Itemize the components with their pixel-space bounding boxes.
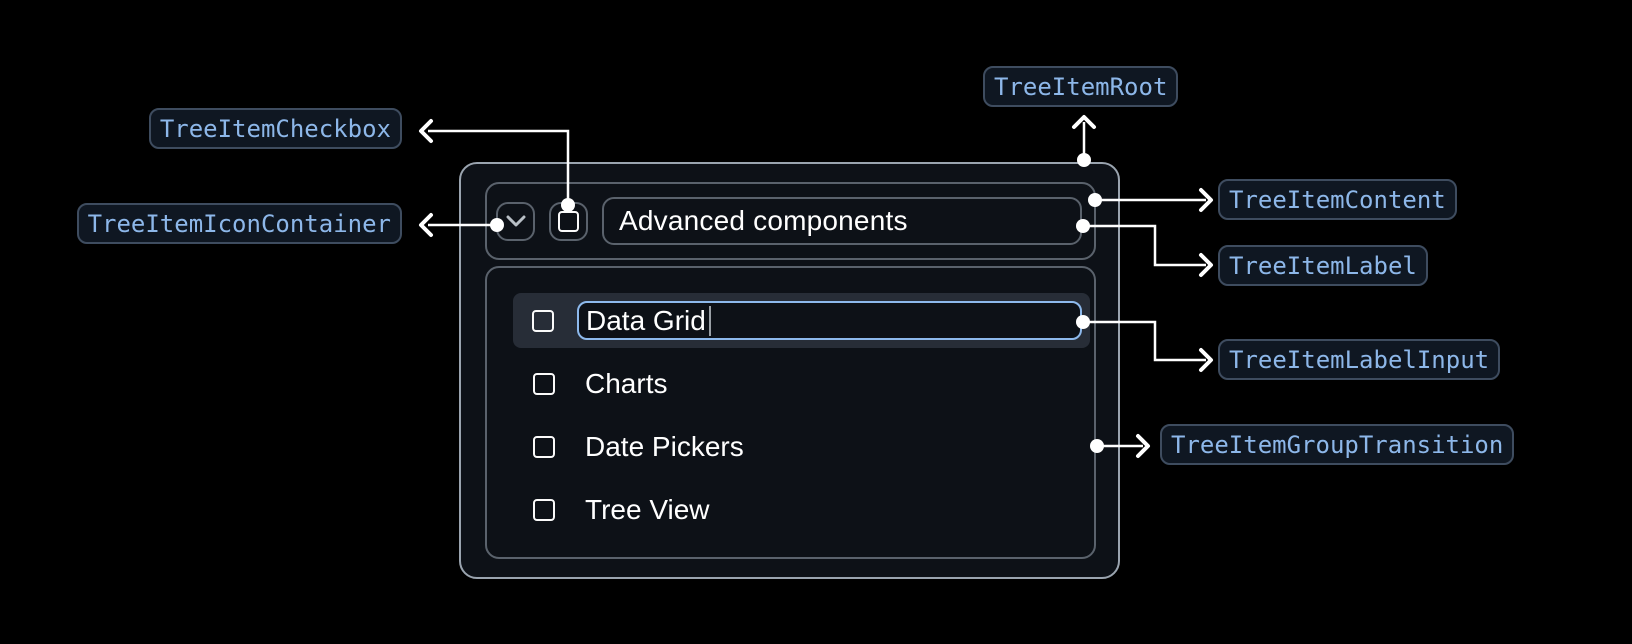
tree-item-label-input[interactable]: Data Grid: [577, 301, 1082, 340]
tree-item-icon-container[interactable]: [496, 201, 535, 241]
annotation-tree-item-root: TreeItemRoot: [983, 66, 1179, 107]
tree-item-label[interactable]: Advanced components: [602, 197, 1082, 245]
tree-row[interactable]: Tree View: [513, 482, 1090, 537]
parent-item-label: Advanced components: [619, 205, 908, 236]
annotation-tree-item-label: TreeItemLabel: [1218, 245, 1428, 286]
chevron-down-icon: [506, 215, 525, 227]
label-input-value: Data Grid: [586, 304, 706, 336]
checkbox-unchecked-icon[interactable]: [533, 372, 555, 395]
tree-item-checkbox[interactable]: [549, 201, 588, 241]
annotation-tree-item-checkbox: TreeItemCheckbox: [148, 108, 402, 149]
tree-item-group-transition: Data Grid Charts Date Pickers Tree View: [485, 266, 1096, 559]
checkbox-unchecked-icon: [558, 210, 579, 232]
tree-item-root: Advanced components Data Grid Charts Dat…: [459, 162, 1120, 579]
tree-row-label: Date Pickers: [585, 430, 744, 462]
tree-row[interactable]: Charts: [513, 356, 1090, 411]
annotation-tree-item-content: TreeItemContent: [1218, 179, 1457, 220]
tree-row-label: Tree View: [585, 493, 710, 525]
annotation-tree-item-group-transition: TreeItemGroupTransition: [1160, 424, 1515, 465]
checkbox-unchecked-icon[interactable]: [532, 309, 554, 332]
tree-row-label: Charts: [585, 367, 668, 399]
annotation-tree-item-label-input: TreeItemLabelInput: [1218, 339, 1501, 380]
tree-row[interactable]: Date Pickers: [513, 419, 1090, 474]
checkbox-unchecked-icon[interactable]: [533, 498, 555, 521]
annotation-tree-item-icon-container: TreeItemIconContainer: [76, 203, 402, 244]
tree-row-editing[interactable]: Data Grid: [513, 293, 1090, 348]
text-caret: [708, 305, 711, 336]
tree-item-content[interactable]: Advanced components: [485, 182, 1096, 260]
checkbox-unchecked-icon[interactable]: [533, 435, 555, 458]
